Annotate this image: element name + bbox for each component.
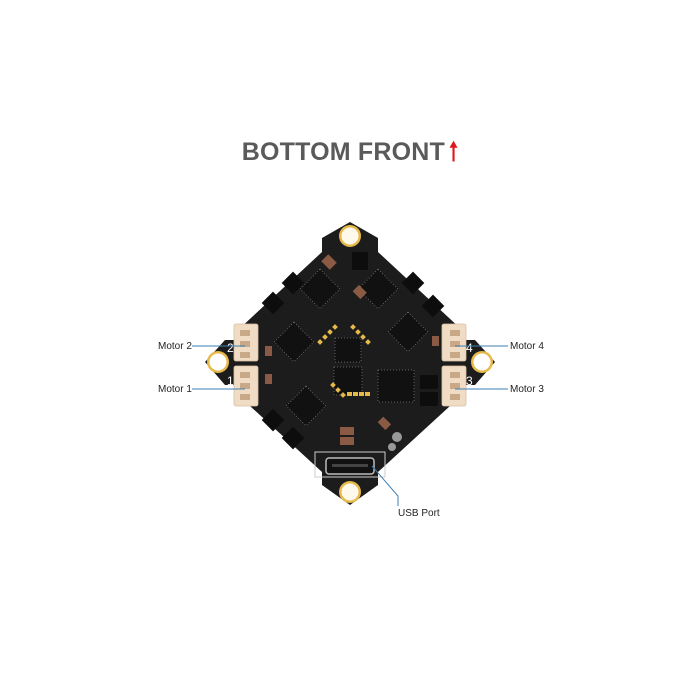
mount-hole-left [207, 351, 229, 373]
title-text: BOTTOM FRONT [241, 138, 446, 166]
usb-port [314, 451, 386, 478]
mount-hole-right [471, 351, 493, 373]
connector-number-2: 2 [227, 341, 234, 355]
usb-port-label: USB Port [398, 508, 440, 519]
motor-3-label: Motor 3 [510, 384, 544, 395]
connector-number-3: 3 [466, 374, 473, 388]
motor-4-label: Motor 4 [510, 341, 544, 352]
page-title: BOTTOM FRONT🠑 [0, 133, 700, 176]
motor-1-label: Motor 1 [158, 384, 192, 395]
motor-2-label: Motor 2 [158, 341, 192, 352]
connector-number-4: 4 [466, 341, 473, 355]
connector-number-1: 1 [227, 374, 234, 388]
mount-hole-top [339, 225, 361, 247]
mount-hole-bottom [339, 481, 361, 503]
up-arrow-icon: 🠑 [449, 138, 459, 166]
